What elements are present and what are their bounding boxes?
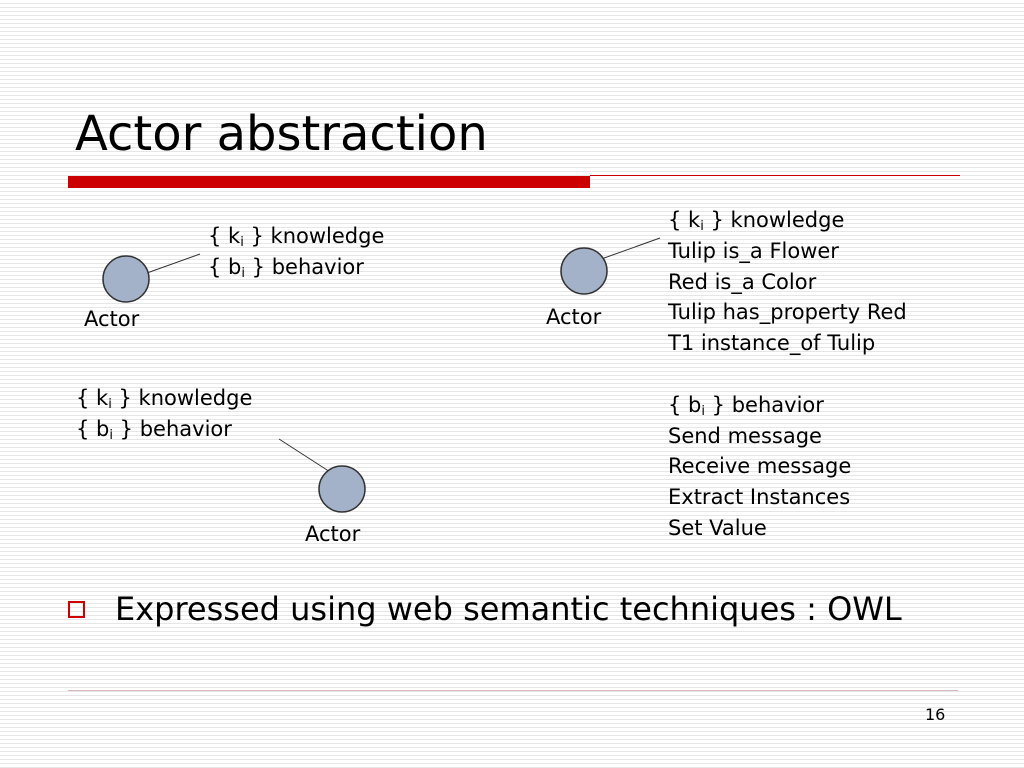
action-line: Extract Instances — [668, 485, 851, 510]
action-line: Receive message — [668, 454, 852, 479]
knowledge-line: { ki } knowledge — [76, 386, 253, 412]
behavior-line: { bi } behavior — [76, 416, 232, 443]
knowledge-line: { ki } knowledge — [208, 224, 385, 250]
fact-line: T1 instance_of Tulip — [668, 331, 876, 356]
knowledge-line: { ki } knowledge — [668, 208, 845, 234]
behavior-line: { bi } behavior — [668, 392, 824, 419]
connector-actor-2 — [592, 237, 661, 263]
action-line: Set Value — [668, 515, 767, 540]
slide-title: Actor abstraction — [75, 106, 488, 162]
footer-divider — [68, 690, 958, 691]
callout-actor-3: { ki } knowledge { bi } behavior — [76, 383, 252, 445]
actor-label-2: Actor — [546, 305, 602, 329]
actor-label-3: Actor — [305, 522, 361, 546]
page-number: 16 — [925, 705, 946, 724]
callout-actor-2: { ki } knowledge Tulip is_a Flower Red i… — [668, 205, 907, 544]
actor-node-1 — [102, 255, 150, 303]
spacer — [668, 359, 907, 390]
action-line: Send message — [668, 423, 822, 448]
fact-line: Tulip is_a Flower — [668, 238, 839, 263]
fact-line: Red is_a Color — [668, 269, 817, 294]
bullet-square-icon — [68, 601, 85, 618]
behavior-line: { bi } behavior — [208, 254, 364, 281]
callout-actor-1: { ki } knowledge { bi } behavior — [208, 221, 384, 283]
title-accent-line — [590, 175, 960, 176]
actor-node-2 — [560, 247, 608, 295]
actor-node-3 — [318, 465, 366, 513]
fact-line: Tulip has_property Red — [668, 300, 907, 325]
bullet-text: Expressed using web semantic techniques … — [115, 590, 902, 628]
actor-label-1: Actor — [84, 307, 140, 331]
title-accent-bar — [68, 176, 590, 188]
